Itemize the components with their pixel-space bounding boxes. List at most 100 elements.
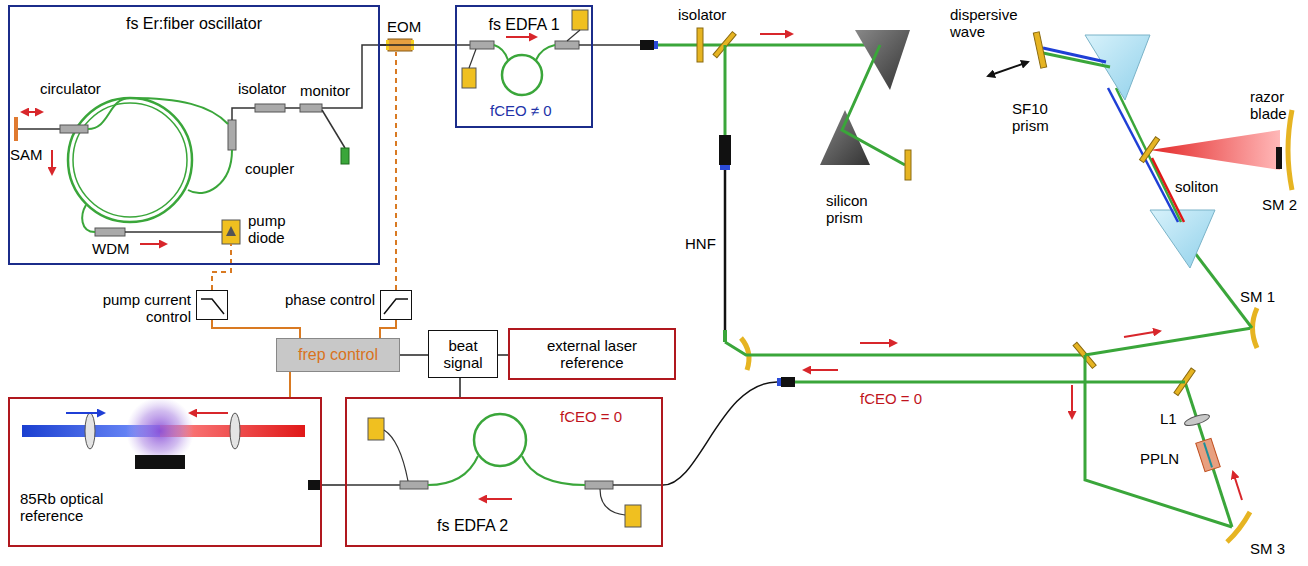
oscillator-box: fs Er:fiber oscillator <box>8 5 380 265</box>
free-space-optics <box>697 28 703 62</box>
amplifier-box: fs EDFA 1fCEO ≠ 0 <box>455 5 593 128</box>
free-space-optics <box>804 369 838 371</box>
part-label: EOM <box>387 18 421 35</box>
free-space-optics <box>1071 385 1073 418</box>
edfa2-layout <box>585 481 613 489</box>
signal-box: beat signal <box>428 330 498 378</box>
edfa2-layout <box>625 505 641 527</box>
part-label: silicon prism <box>826 192 896 227</box>
control-line <box>289 372 291 397</box>
edfa2-layout <box>613 484 663 486</box>
node-text: beat signal <box>434 337 492 372</box>
oscillator-fiber-layout <box>82 205 95 232</box>
edfa2-layout <box>345 414 663 527</box>
part-label: L1 <box>1160 410 1177 427</box>
filter-box: phase control <box>380 290 412 320</box>
free-space-optics <box>1150 130 1280 170</box>
oscillator-fiber-layout <box>322 110 345 148</box>
edfa2-layout <box>400 481 428 489</box>
rubidium-spectroscopy <box>135 455 185 469</box>
edfa1-layout <box>536 45 555 60</box>
edfa1-layout <box>555 41 579 49</box>
fiber-link <box>380 44 455 46</box>
oscillator-fiber-layout <box>51 150 53 174</box>
free-space-optics <box>1233 472 1242 500</box>
free-space-optics <box>860 342 896 344</box>
edfa1-layout <box>640 40 654 50</box>
rubidium-spectroscopy <box>230 413 240 449</box>
free-space-optics <box>842 45 905 165</box>
node-text: fs Er:fiber oscillator <box>126 15 262 33</box>
free-space-optics <box>1204 443 1212 468</box>
free-space-optics <box>724 170 727 330</box>
part-label: circulator <box>40 80 101 97</box>
part-label: coupler <box>245 160 294 177</box>
part-label: isolator <box>238 80 286 97</box>
free-space-optics <box>658 28 1292 542</box>
free-space-optics <box>777 378 781 386</box>
control-box: frep control <box>276 338 400 372</box>
free-space-optics <box>1288 110 1292 190</box>
edfa1-layout <box>455 44 470 46</box>
filter-symbol <box>201 299 224 314</box>
control-line <box>212 320 300 338</box>
free-space-optics <box>1085 35 1150 100</box>
oscillator-fiber-layout <box>88 98 130 129</box>
part-label: fCEO = 0 <box>860 390 922 407</box>
oscillator-fiber-layout <box>226 226 236 236</box>
free-space-optics <box>1253 308 1258 348</box>
free-space-optics <box>1140 137 1160 163</box>
rubidium-spectroscopy <box>22 397 322 490</box>
free-space-optics <box>1183 412 1210 428</box>
rubidium-spectroscopy <box>66 412 104 414</box>
rubidium-spectroscopy <box>308 480 322 490</box>
edfa1-layout <box>654 41 658 49</box>
edfa2-layout <box>522 456 585 485</box>
node-text: fs EDFA 2 <box>437 517 508 535</box>
part-label: PPLN <box>1140 450 1179 467</box>
free-space-optics <box>725 342 1085 355</box>
edfa2-layout <box>480 498 512 500</box>
oscillator-fiber-layout <box>140 243 166 245</box>
oscillator-fiber-layout <box>222 220 240 244</box>
part-label: soliton <box>1175 178 1218 195</box>
rubidium-spectroscopy <box>126 397 194 465</box>
oscillator-fiber-layout <box>68 98 192 222</box>
free-space-optics <box>905 150 911 180</box>
node-text: fCEO = 0 <box>560 408 622 425</box>
free-space-optics <box>719 135 731 165</box>
signal-line <box>459 378 461 397</box>
edfa1-layout <box>579 44 640 46</box>
edfa2-layout <box>368 418 384 440</box>
control-dashed-line <box>395 52 397 290</box>
oscillator-fiber-layout <box>232 45 380 120</box>
node-text: 85Rb optical reference <box>20 490 130 525</box>
free-space-optics <box>781 377 795 387</box>
oscillator-fiber-layout <box>14 117 18 141</box>
oscillator-fiber-layout <box>18 128 60 130</box>
oscillator-fiber-layout <box>255 104 285 112</box>
free-space-optics <box>795 381 1185 384</box>
edfa2-layout <box>428 456 478 485</box>
reference-box: 85Rb optical reference <box>8 397 322 547</box>
part-label: SM 2 <box>1262 196 1297 213</box>
part-label: razor blade <box>1250 88 1300 123</box>
free-space-optics <box>1276 147 1282 169</box>
free-space-optics <box>1196 438 1220 471</box>
edfa1-layout <box>572 10 588 30</box>
oscillator-fiber-layout <box>22 111 42 113</box>
node-text: external laser reference <box>522 337 662 372</box>
oscillator-fiber-layout <box>60 125 88 133</box>
edfa1-layout <box>502 55 542 95</box>
part-label: monitor <box>300 82 350 99</box>
oscillator-fiber-layout <box>300 104 322 112</box>
control-line <box>380 320 396 338</box>
edfa2-layout <box>384 430 408 481</box>
oscillator-fiber-layout <box>14 45 380 244</box>
node-text: fs EDFA 1 <box>488 16 559 34</box>
part-label: isolator <box>678 6 726 23</box>
oscillator-fiber-layout <box>73 103 187 217</box>
